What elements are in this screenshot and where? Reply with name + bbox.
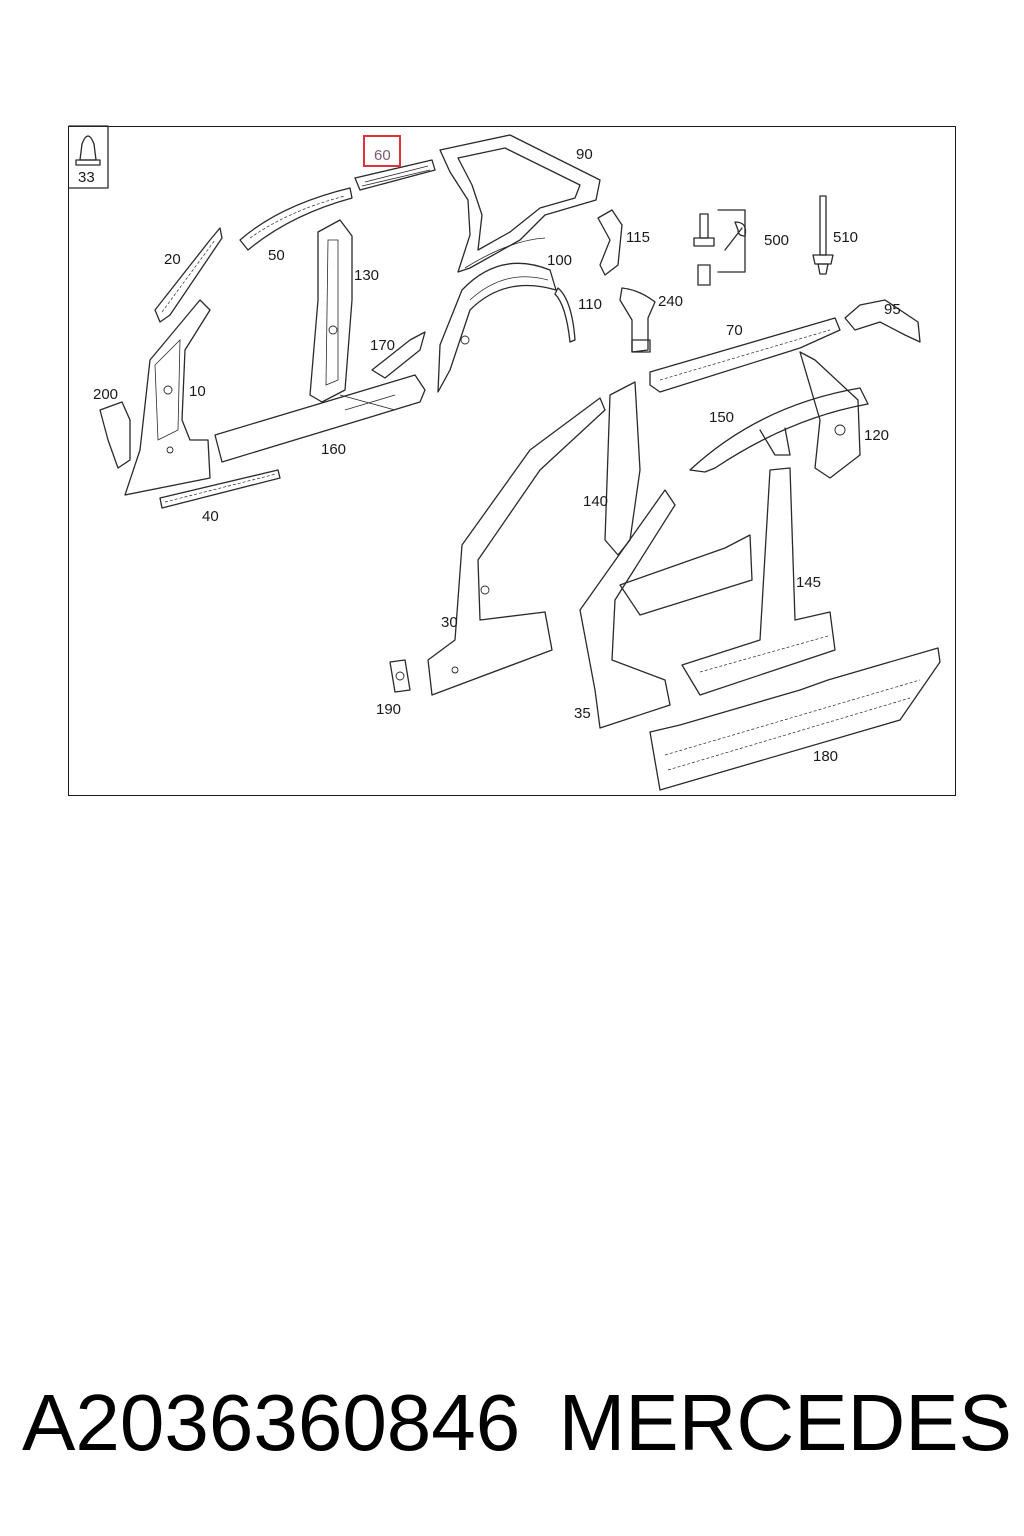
part-60-drawing xyxy=(354,159,436,191)
label-180: 180 xyxy=(813,748,838,765)
part-110-drawing xyxy=(554,287,576,343)
part-33-drawing xyxy=(68,125,109,189)
part-140-drawing xyxy=(604,381,641,556)
part-40-drawing xyxy=(159,469,281,509)
label-170: 170 xyxy=(370,337,395,354)
label-100: 100 xyxy=(547,252,572,269)
part-145-drawing xyxy=(681,467,836,696)
part-10-drawing xyxy=(124,299,211,496)
label-240: 240 xyxy=(658,293,683,310)
label-40: 40 xyxy=(202,508,219,525)
part-20-drawing xyxy=(154,227,223,323)
caption-bar: A2036360846 MERCEDES xyxy=(22,1368,1012,1478)
part-130-drawing xyxy=(309,219,353,403)
label-95: 95 xyxy=(884,301,901,318)
label-160: 160 xyxy=(321,441,346,458)
part-50-drawing xyxy=(239,187,353,251)
part-95-drawing xyxy=(844,299,921,343)
label-10: 10 xyxy=(189,383,206,400)
label-120: 120 xyxy=(864,427,889,444)
part-35-drawing xyxy=(579,489,753,729)
part-30-drawing xyxy=(427,397,606,696)
part-90-drawing xyxy=(439,134,601,273)
highlight-box-60 xyxy=(363,135,401,167)
part-170-drawing xyxy=(371,331,426,379)
label-110: 110 xyxy=(578,296,602,313)
label-33: 33 xyxy=(78,169,95,186)
label-60: 60 xyxy=(374,147,391,164)
label-190: 190 xyxy=(376,701,401,718)
label-30: 30 xyxy=(441,614,458,631)
part-190-drawing xyxy=(389,659,411,693)
part-160-drawing xyxy=(214,374,426,463)
part-180-drawing xyxy=(649,647,941,791)
label-130: 130 xyxy=(354,267,379,284)
label-70: 70 xyxy=(726,322,743,339)
brand-name: MERCEDES xyxy=(558,1378,1012,1467)
part-120-drawing xyxy=(799,351,861,479)
label-500: 500 xyxy=(764,232,789,249)
part-115-drawing xyxy=(597,209,623,276)
part-200-drawing xyxy=(99,401,131,469)
part-240-drawing xyxy=(619,287,656,353)
part-100-drawing xyxy=(437,262,557,393)
label-50: 50 xyxy=(268,247,285,264)
part-number: A2036360846 xyxy=(22,1378,521,1467)
part-500-drawing xyxy=(693,209,747,286)
label-510: 510 xyxy=(833,229,858,246)
part-510-drawing xyxy=(812,195,834,275)
label-145: 145 xyxy=(796,574,821,591)
label-150: 150 xyxy=(709,409,734,426)
label-90: 90 xyxy=(576,146,593,163)
part-70-drawing xyxy=(649,317,841,393)
part-150-drawing xyxy=(689,387,869,473)
parts-diagram-frame xyxy=(68,126,956,796)
label-140: 140 xyxy=(583,493,608,510)
label-20: 20 xyxy=(164,251,181,268)
label-115: 115 xyxy=(626,229,650,246)
label-200: 200 xyxy=(93,386,118,403)
label-35: 35 xyxy=(574,705,591,722)
